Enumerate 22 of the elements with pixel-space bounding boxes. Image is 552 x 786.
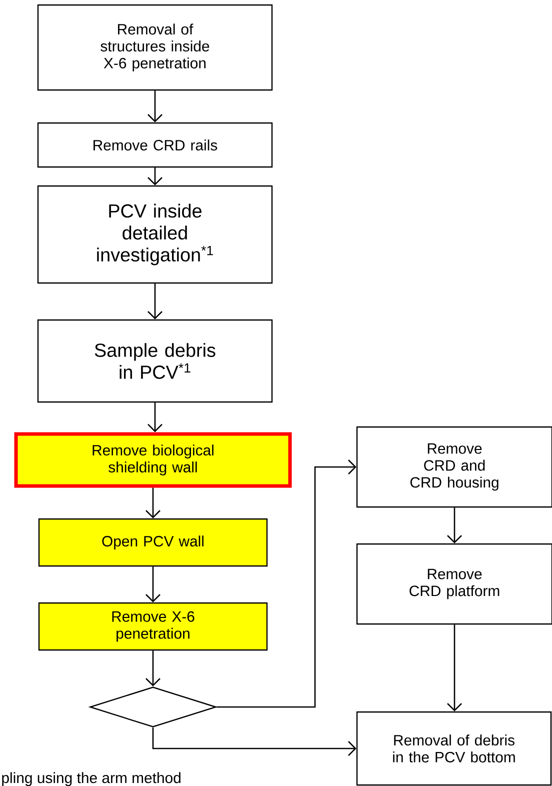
arrow — [148, 284, 162, 320]
process-box: Open PCV wall — [38, 518, 268, 567]
process-box: Removal of structures inside X-6 penetration — [37, 4, 273, 91]
process-box: Remove CRD rails — [37, 122, 273, 168]
arrow — [148, 402, 162, 432]
arrow — [146, 566, 160, 602]
footnote: pling using the arm method — [2, 772, 180, 786]
arrow — [447, 508, 462, 544]
process-box: Sample debris in PCV$^{*1}$ — [37, 319, 273, 403]
process-box: PCV inside detailed investigation$^{*1}$ — [37, 185, 273, 284]
arrow — [148, 168, 162, 186]
arrow — [146, 488, 160, 518]
arrow — [148, 90, 162, 122]
process-box: Remove X-6 penetration — [38, 602, 268, 651]
arrow — [447, 624, 462, 712]
process-box: Remove CRD and CRD housing — [356, 426, 552, 508]
arrow — [146, 650, 160, 686]
process-box: Removal of debris in the PCV bottom — [356, 711, 552, 786]
process-box: Remove biological shielding wall — [14, 432, 292, 488]
process-box: Remove CRD platform — [356, 543, 552, 625]
arrow — [216, 460, 356, 708]
arrow — [152, 728, 356, 756]
